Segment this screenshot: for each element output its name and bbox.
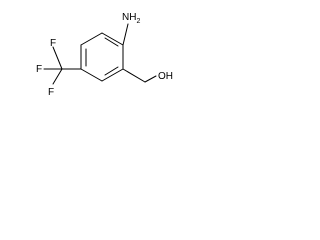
fluorine-label-bottom: F xyxy=(48,87,54,98)
benzene-ring xyxy=(80,32,124,82)
amine-bond xyxy=(122,23,129,46)
ring-bond-3 xyxy=(101,68,124,82)
methylene-bond xyxy=(122,68,146,83)
hydroxyl-label: OH xyxy=(158,71,173,82)
amine-label-subscript: 2 xyxy=(136,18,140,25)
cf-bond-top xyxy=(52,46,63,70)
ring-bond-1 xyxy=(101,32,124,46)
amine-label: NH2 xyxy=(122,12,140,25)
ring-double-bond-2 xyxy=(104,66,119,76)
molecule-diagram: NH2 OH F F F xyxy=(36,12,173,98)
amine-label-base: NH xyxy=(122,12,136,23)
structure-canvas: NH2 OH F F F xyxy=(0,0,202,105)
ring-bond-4 xyxy=(80,68,103,82)
ring-bond-6 xyxy=(80,32,103,46)
hydroxyl-bond xyxy=(144,75,157,83)
fluorine-label-top: F xyxy=(50,38,56,49)
fluorine-label-left: F xyxy=(36,64,42,75)
ring-double-bond-1 xyxy=(104,37,119,47)
cf-bond-bottom xyxy=(52,68,63,85)
